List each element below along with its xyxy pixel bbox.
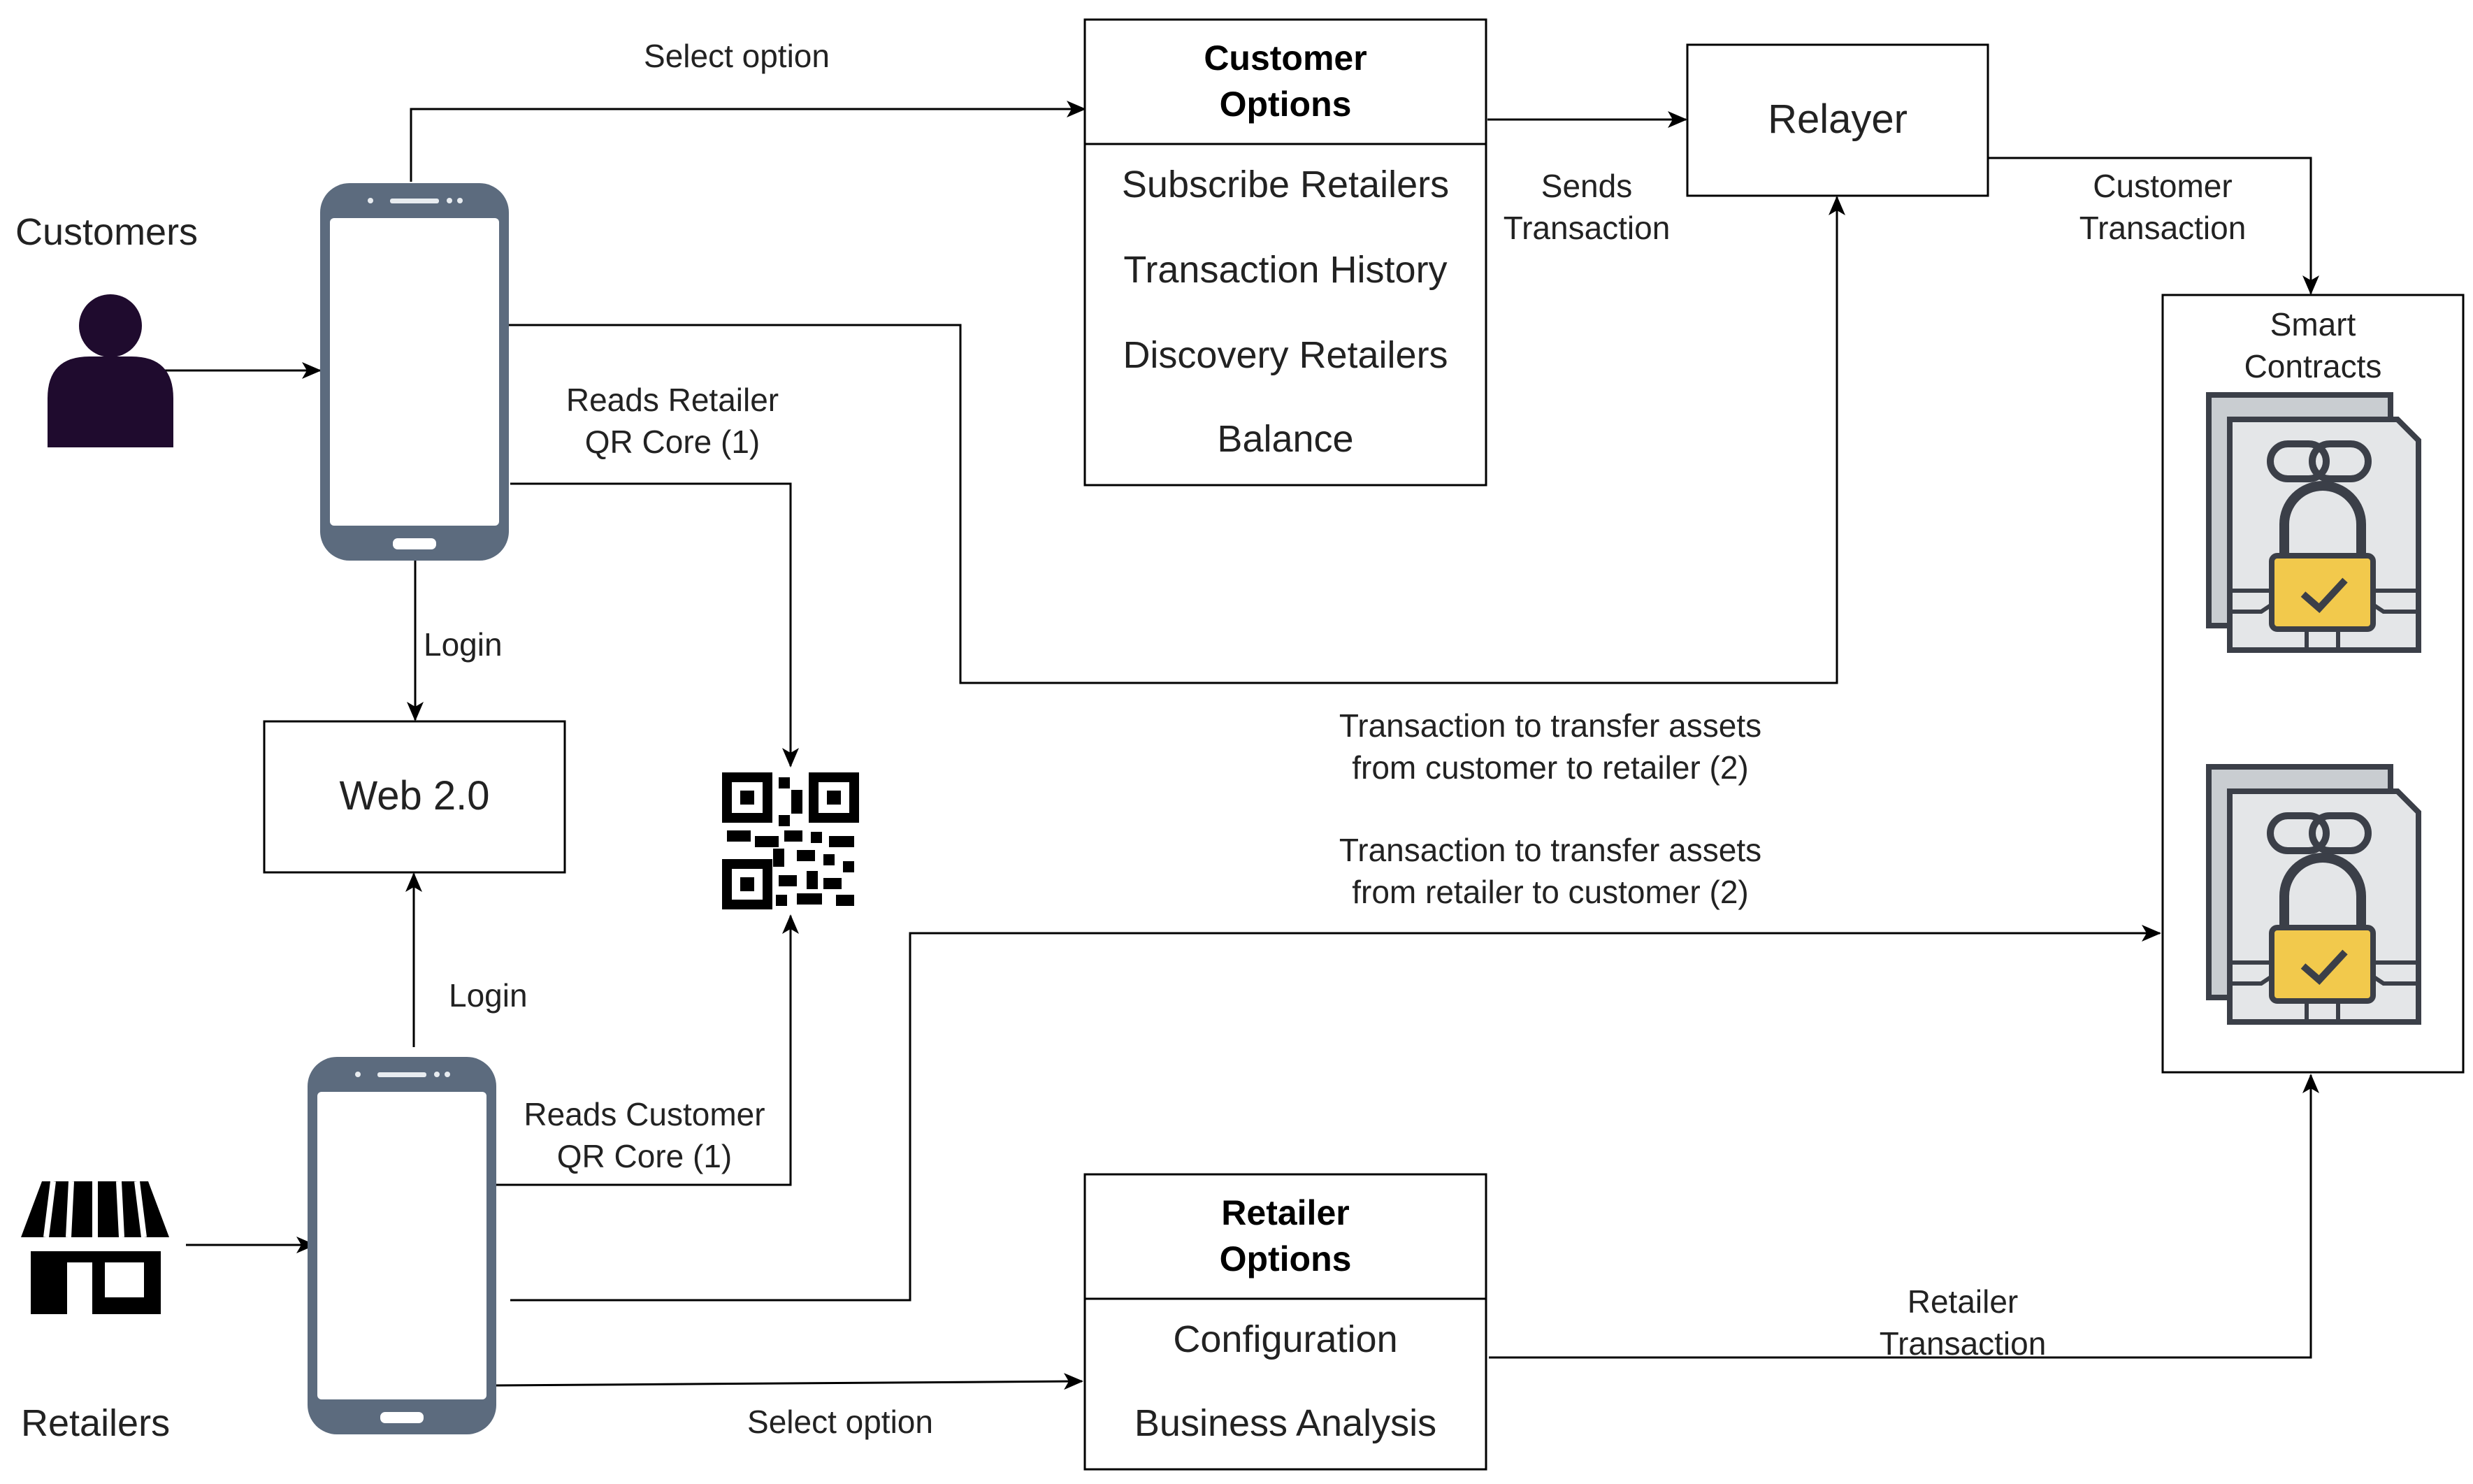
qr-code-icon	[722, 772, 859, 909]
transfer-r2c-label-2: from retailer to customer (2)	[1352, 874, 1748, 910]
customers-label: Customers	[15, 211, 198, 253]
transfer-r2c-label-1: Transaction to transfer assets	[1339, 832, 1761, 868]
edge-transfer-customer-to-retailer	[499, 196, 1845, 684]
storefront-icon	[21, 1181, 169, 1314]
edge-customer-transaction	[1987, 157, 2319, 295]
retailer-options-title-2: Options	[1220, 1239, 1352, 1278]
person-icon	[48, 294, 173, 447]
login-retailer-label: Login	[449, 977, 528, 1014]
reads-customer-qr-label-1: Reads Customer	[524, 1096, 765, 1132]
retailer-transaction-label-2: Transaction	[1880, 1325, 2047, 1362]
relayer-label: Relayer	[1768, 96, 1908, 142]
smart-contract-icon	[2209, 395, 2418, 650]
customer-options-box: Customer Options Subscribe Retailers Tra…	[1083, 18, 1487, 487]
customer-transaction-label-2: Transaction	[2079, 210, 2247, 246]
login-customer-label: Login	[424, 626, 503, 663]
option-transaction-history: Transaction History	[1123, 249, 1447, 291]
sends-transaction-label-1: Sends	[1541, 168, 1632, 204]
option-balance: Balance	[1217, 418, 1353, 460]
sends-transaction-label-2: Transaction	[1504, 210, 1671, 246]
retailer-options-box: Retailer Options Configuration Business …	[1083, 1173, 1487, 1471]
smartphone-icon	[320, 183, 509, 561]
edge-reads-customer-qr	[496, 914, 799, 1186]
web-2-label: Web 2.0	[340, 773, 490, 819]
customer-transaction-label-1: Customer	[2093, 168, 2232, 204]
smart-contracts-label-2: Contracts	[2244, 348, 2382, 384]
reads-retailer-qr-label-2: QR Core (1)	[585, 424, 760, 460]
relayer-box: Relayer	[1686, 43, 1989, 197]
retailer-transaction-label-1: Retailer	[1908, 1283, 2019, 1320]
customer-options-title-1: Customer	[1204, 38, 1367, 78]
smart-contracts-label-1: Smart	[2270, 306, 2356, 343]
select-option-retailer-label: Select option	[747, 1404, 933, 1440]
select-option-customer-label: Select option	[644, 38, 830, 74]
web-2-box: Web 2.0	[263, 720, 566, 874]
edge-retailer-transaction	[1489, 1074, 2319, 1359]
edge-transfer-retailer-to-customer	[510, 925, 2161, 1302]
edge-customer-select-option	[410, 101, 1086, 182]
transfer-c2r-label-1: Transaction to transfer assets	[1339, 707, 1761, 744]
smartphone-icon	[308, 1057, 496, 1434]
reads-retailer-qr-label-1: Reads Retailer	[566, 382, 779, 418]
smart-contract-icon	[2209, 767, 2418, 1022]
option-discovery-retailers: Discovery Retailers	[1123, 334, 1448, 376]
retailer-options-title-1: Retailer	[1221, 1193, 1349, 1232]
retailers-label: Retailers	[21, 1402, 170, 1444]
smart-contracts-box: Smart Contracts	[2161, 294, 2465, 1074]
transfer-c2r-label-2: from customer to retailer (2)	[1352, 749, 1748, 786]
option-configuration: Configuration	[1173, 1318, 1397, 1360]
edge-reads-retailer-qr	[510, 482, 799, 768]
edge-retailer-select-option	[494, 1373, 1083, 1390]
option-subscribe-retailers: Subscribe Retailers	[1122, 164, 1449, 206]
option-business-analysis: Business Analysis	[1134, 1402, 1436, 1444]
customer-options-title-2: Options	[1220, 85, 1352, 124]
reads-customer-qr-label-2: QR Core (1)	[557, 1138, 732, 1174]
